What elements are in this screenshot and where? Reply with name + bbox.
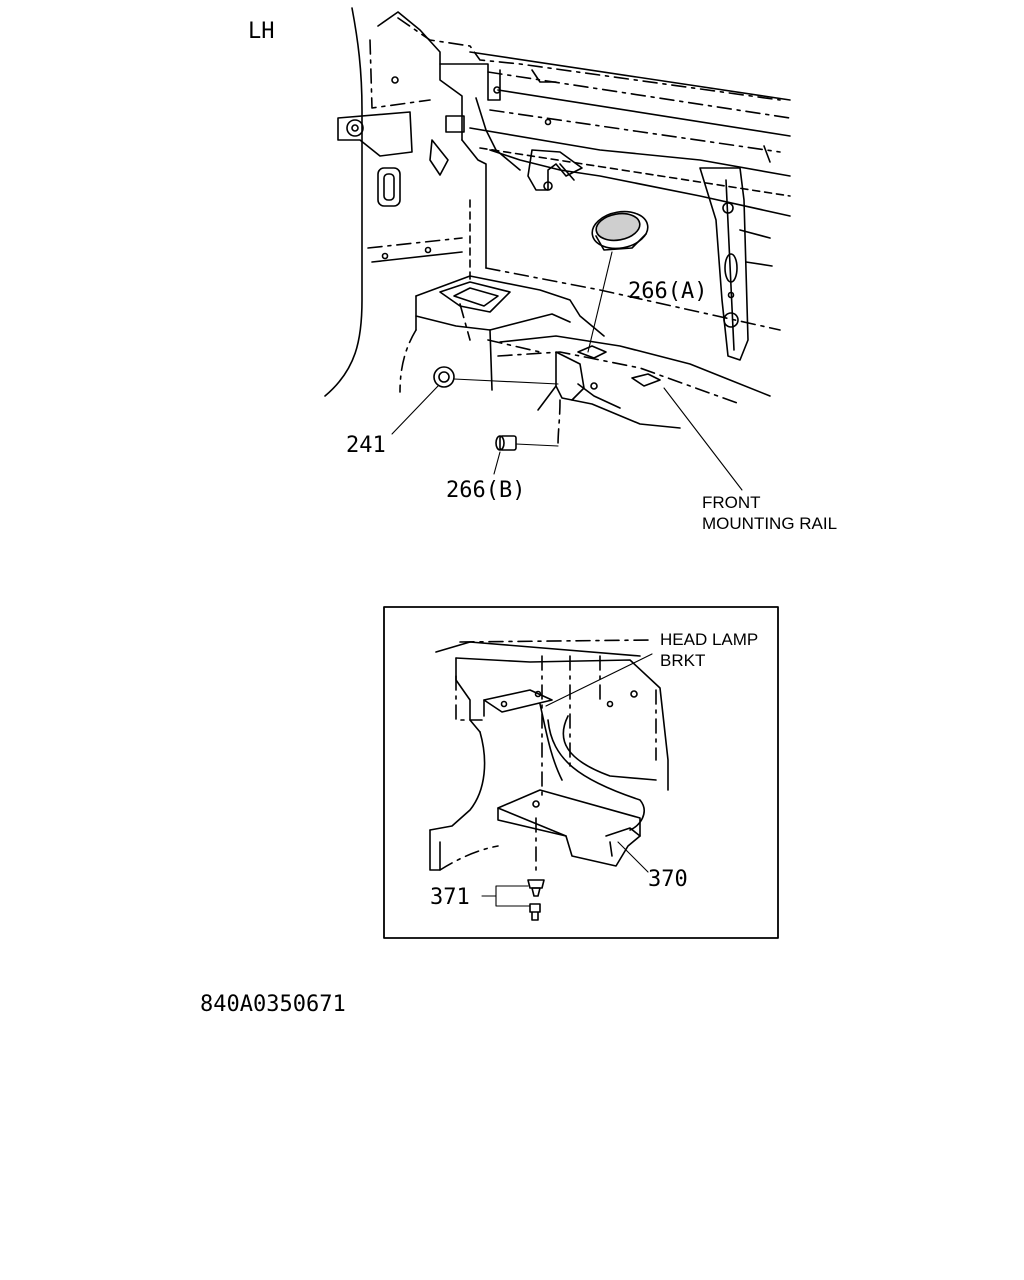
callout-front-mounting-rail-line1: FRONT [702, 493, 761, 512]
side-label: LH [248, 19, 275, 44]
callout-266b: 266(B) [446, 478, 525, 503]
figure-id: 840A0350671 [200, 992, 346, 1017]
upper-body-panel-view [324, 7, 791, 491]
callout-head-lamp-brkt-line2: BRKT [660, 651, 705, 670]
callout-head-lamp-brkt-line1: HEAD LAMP [660, 630, 758, 649]
callout-371: 371 [430, 885, 470, 910]
callout-266a: 266(A) [628, 279, 707, 304]
callout-370: 370 [648, 867, 688, 892]
inset-head-lamp-bracket-view [429, 639, 669, 921]
callout-241: 241 [346, 433, 386, 458]
inset-frame [383, 606, 779, 939]
callout-front-mounting-rail-line2: MOUNTING RAIL [702, 514, 837, 533]
